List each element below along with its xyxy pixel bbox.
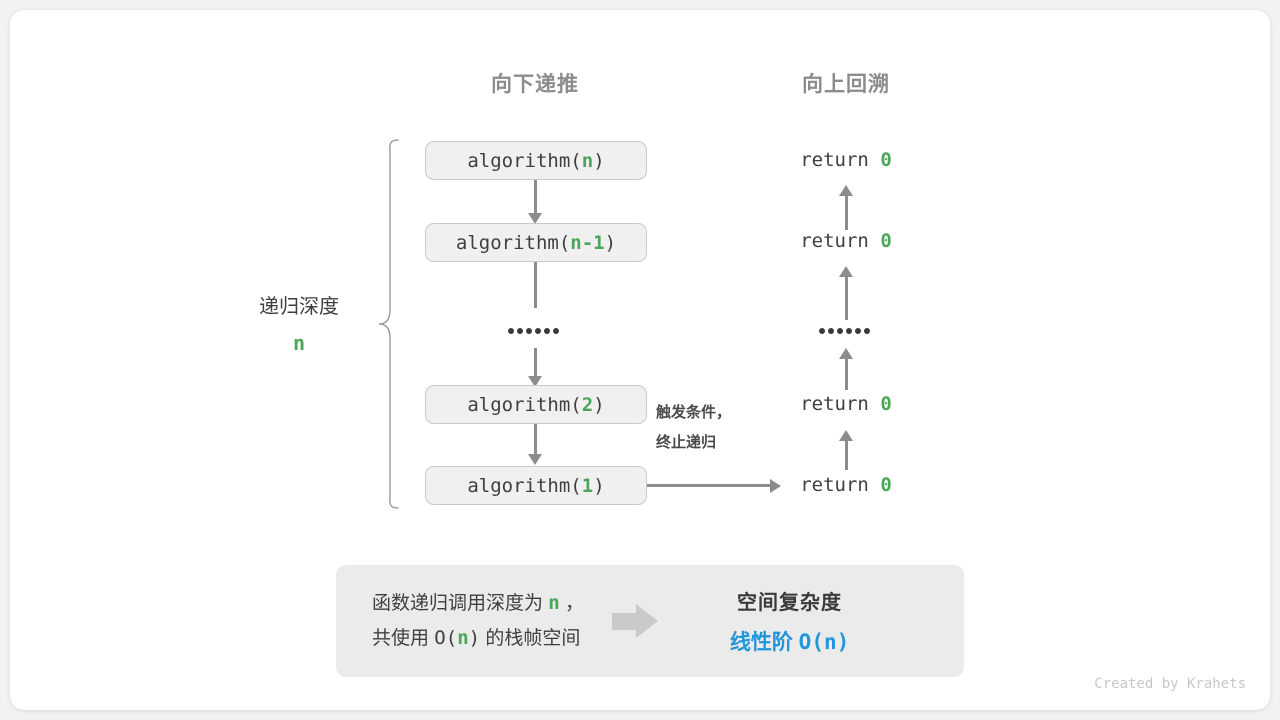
summary-result-value-notation: O(n) [798,630,850,654]
call-box-1-arg: 1 [581,474,594,497]
trigger-condition-line1: 触发条件， [656,404,732,421]
arrow-head-4 [528,454,542,465]
summary-result-value-text: 线性阶 [729,631,793,654]
recursion-depth-brace [378,139,399,509]
call-box-n-suffix: ) [593,149,605,172]
summary-line2-text-b: 的栈帧空间 [485,628,581,649]
summary-result-value: 线性阶 O(n) [682,626,897,656]
recursion-depth-value: n [292,331,306,355]
arrow-line-1 [534,180,537,215]
base-case-arrow-head [770,479,781,493]
recursion-depth-label: 递归深度 n [210,290,388,355]
return-keyword-2: return [800,230,869,252]
call-box-2-arg: 2 [581,393,594,416]
recursion-depth-text: 递归深度 [259,296,339,318]
return-arrow-head-4 [839,430,853,441]
call-box-2-prefix: algorithm( [467,393,582,416]
diagram-canvas: 向下递推 向上回溯 递归深度 n algorithm(n) algorithm(… [10,10,1270,710]
column-header-backtrack-up: 向上回溯 [802,73,890,96]
return-label-2: return 0 [736,230,956,252]
call-box-1-prefix: algorithm( [467,474,582,497]
return-label-3: return 0 [736,393,956,415]
return-arrow-line-2 [845,276,848,320]
arrow-line-2 [534,262,537,308]
summary-box: 函数递归调用深度为 n ， 共使用 O(n) 的栈帧空间 空间复杂度 线性阶 O… [336,565,964,677]
call-box-n-prefix: algorithm( [467,149,582,172]
summary-line1-n: n [548,592,560,614]
call-box-n-minus-1[interactable]: algorithm(n-1) [425,223,647,262]
summary-description-line1: 函数递归调用深度为 n ， [372,586,584,621]
summary-result-title: 空间复杂度 [737,592,843,614]
return-arrow-head-2 [839,266,853,277]
ellipsis-dots-right [819,328,870,334]
return-arrow-line-3 [845,358,848,390]
base-case-arrow-line [647,484,772,487]
arrow-head-3 [528,376,542,387]
return-value-1: 0 [880,149,892,171]
credit-text: Created by Krahets [1094,676,1246,692]
return-label-4: return 0 [736,474,956,496]
return-arrow-line-4 [845,440,848,470]
return-arrow-head-3 [839,348,853,359]
call-box-n-minus-1-arg: n-1 [570,231,605,254]
arrow-head-1 [528,213,542,224]
summary-line1-text-a: 函数递归调用深度为 [372,593,544,614]
return-arrow-line-1 [845,195,848,230]
return-keyword-1: return [800,149,869,171]
return-arrow-head-1 [839,185,853,196]
summary-result: 空间复杂度 线性阶 O(n) [682,586,897,656]
summary-line2-text-a: 共使用 [372,628,430,649]
call-box-n-arg: n [581,149,594,172]
return-keyword-3: return [800,393,869,415]
return-label-1: return 0 [736,149,956,171]
summary-description-line2: 共使用 O(n) 的栈帧空间 [372,621,584,656]
call-box-2-suffix: ) [593,393,605,416]
call-box-n-minus-1-prefix: algorithm( [455,231,571,254]
summary-line2-big-o-open: O( [434,627,458,649]
call-box-n-minus-1-suffix: ) [604,231,617,254]
arrow-line-4 [534,424,537,456]
call-box-1-suffix: ) [593,474,605,497]
ellipsis-dots-left [508,328,559,334]
call-box-2[interactable]: algorithm(2) [425,385,647,424]
trigger-condition-note: 触发条件， 终止递归 [656,398,731,458]
return-value-3: 0 [880,393,892,415]
column-header-recurse-down: 向下递推 [491,73,579,96]
summary-line2-n: n [457,627,469,649]
call-box-1[interactable]: algorithm(1) [425,466,647,505]
summary-line2-big-o-close: ) [468,627,481,649]
summary-line1-text-b: ， [565,593,585,614]
trigger-condition-line2: 终止递归 [656,434,717,451]
return-value-2: 0 [880,230,892,252]
summary-description: 函数递归调用深度为 n ， 共使用 O(n) 的栈帧空间 [372,586,584,656]
arrow-line-3 [534,348,537,378]
call-box-n[interactable]: algorithm(n) [425,141,647,180]
return-keyword-4: return [800,474,869,496]
summary-arrow-icon [612,604,659,638]
return-value-4: 0 [880,474,892,496]
